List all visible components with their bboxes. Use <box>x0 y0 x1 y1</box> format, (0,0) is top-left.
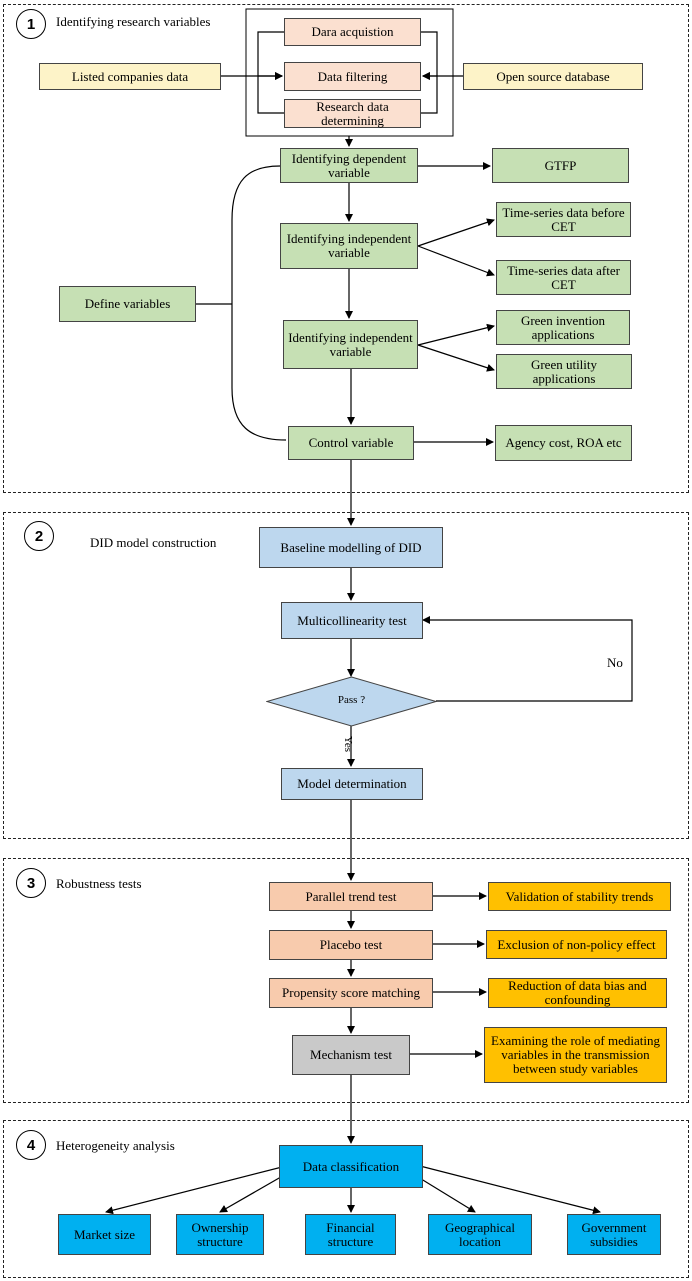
baseline-box: Baseline modelling of DID <box>259 527 443 568</box>
section-2-frame <box>3 512 689 839</box>
section-1-number: 1 <box>16 9 46 39</box>
mechanism-test-box: Mechanism test <box>292 1035 410 1075</box>
validation-box: Validation of stability trends <box>488 882 671 911</box>
section-1-frame <box>3 4 689 493</box>
geographical-location-box: Geographical location <box>428 1214 532 1255</box>
no-label: No <box>607 655 623 670</box>
multicollinearity-box: Multicollinearity test <box>281 602 423 639</box>
independent-variable-box-2: Identifying independent variable <box>283 320 418 369</box>
market-size-box: Market size <box>58 1214 151 1255</box>
placebo-test-box: Placebo test <box>269 930 433 960</box>
ts-after-box: Time-series data after CET <box>496 260 631 295</box>
open-source-box: Open source database <box>463 63 643 90</box>
ownership-structure-box: Ownership structure <box>176 1214 264 1255</box>
independent-variable-box-1: Identifying independent variable <box>280 223 418 269</box>
pass-label: Pass ? <box>337 694 366 706</box>
gtfp-box: GTFP <box>492 148 629 183</box>
green-invention-box: Green invention applications <box>496 310 630 345</box>
define-variables-box: Define variables <box>59 286 196 322</box>
pass-decision-diamond <box>266 676 437 727</box>
section-4-frame <box>3 1120 689 1278</box>
ts-before-box: Time-series data before CET <box>496 202 631 237</box>
data-filtering-box: Data filtering <box>284 62 421 91</box>
section-3-frame <box>3 858 689 1103</box>
section-4-number: 4 <box>16 1130 46 1160</box>
examining-box: Examining the role of mediating variable… <box>484 1027 667 1083</box>
section-2-number: 2 <box>24 521 54 551</box>
parallel-trend-box: Parallel trend test <box>269 882 433 911</box>
psm-box: Propensity score matching <box>269 978 433 1008</box>
control-variable-box: Control variable <box>288 426 414 460</box>
dependent-variable-box: Identifying dependent variable <box>280 148 418 183</box>
section-2-title: DID model construction <box>90 535 217 550</box>
government-subsidies-box: Government subsidies <box>567 1214 661 1255</box>
model-determination-box: Model determination <box>281 768 423 800</box>
agency-cost-box: Agency cost, ROA etc <box>495 425 632 461</box>
section-3-number: 3 <box>16 868 46 898</box>
reduction-box: Reduction of data bias and confounding <box>488 978 667 1008</box>
data-classification-box: Data classification <box>279 1145 423 1188</box>
green-utility-box: Green utility applications <box>496 354 632 389</box>
data-acquisition-box: Dara acquistion <box>284 18 421 46</box>
listed-companies-box: Listed companies data <box>39 63 221 90</box>
yes-label: Yes <box>342 735 355 753</box>
research-data-box: Research data determining <box>284 99 421 128</box>
exclusion-box: Exclusion of non-policy effect <box>486 930 667 959</box>
financial-structure-box: Financial structure <box>305 1214 396 1255</box>
section-4-title: Heterogeneity analysis <box>56 1138 175 1153</box>
section-3-title: Robustness tests <box>56 876 142 891</box>
section-1-title: Identifying research variables <box>56 14 211 29</box>
